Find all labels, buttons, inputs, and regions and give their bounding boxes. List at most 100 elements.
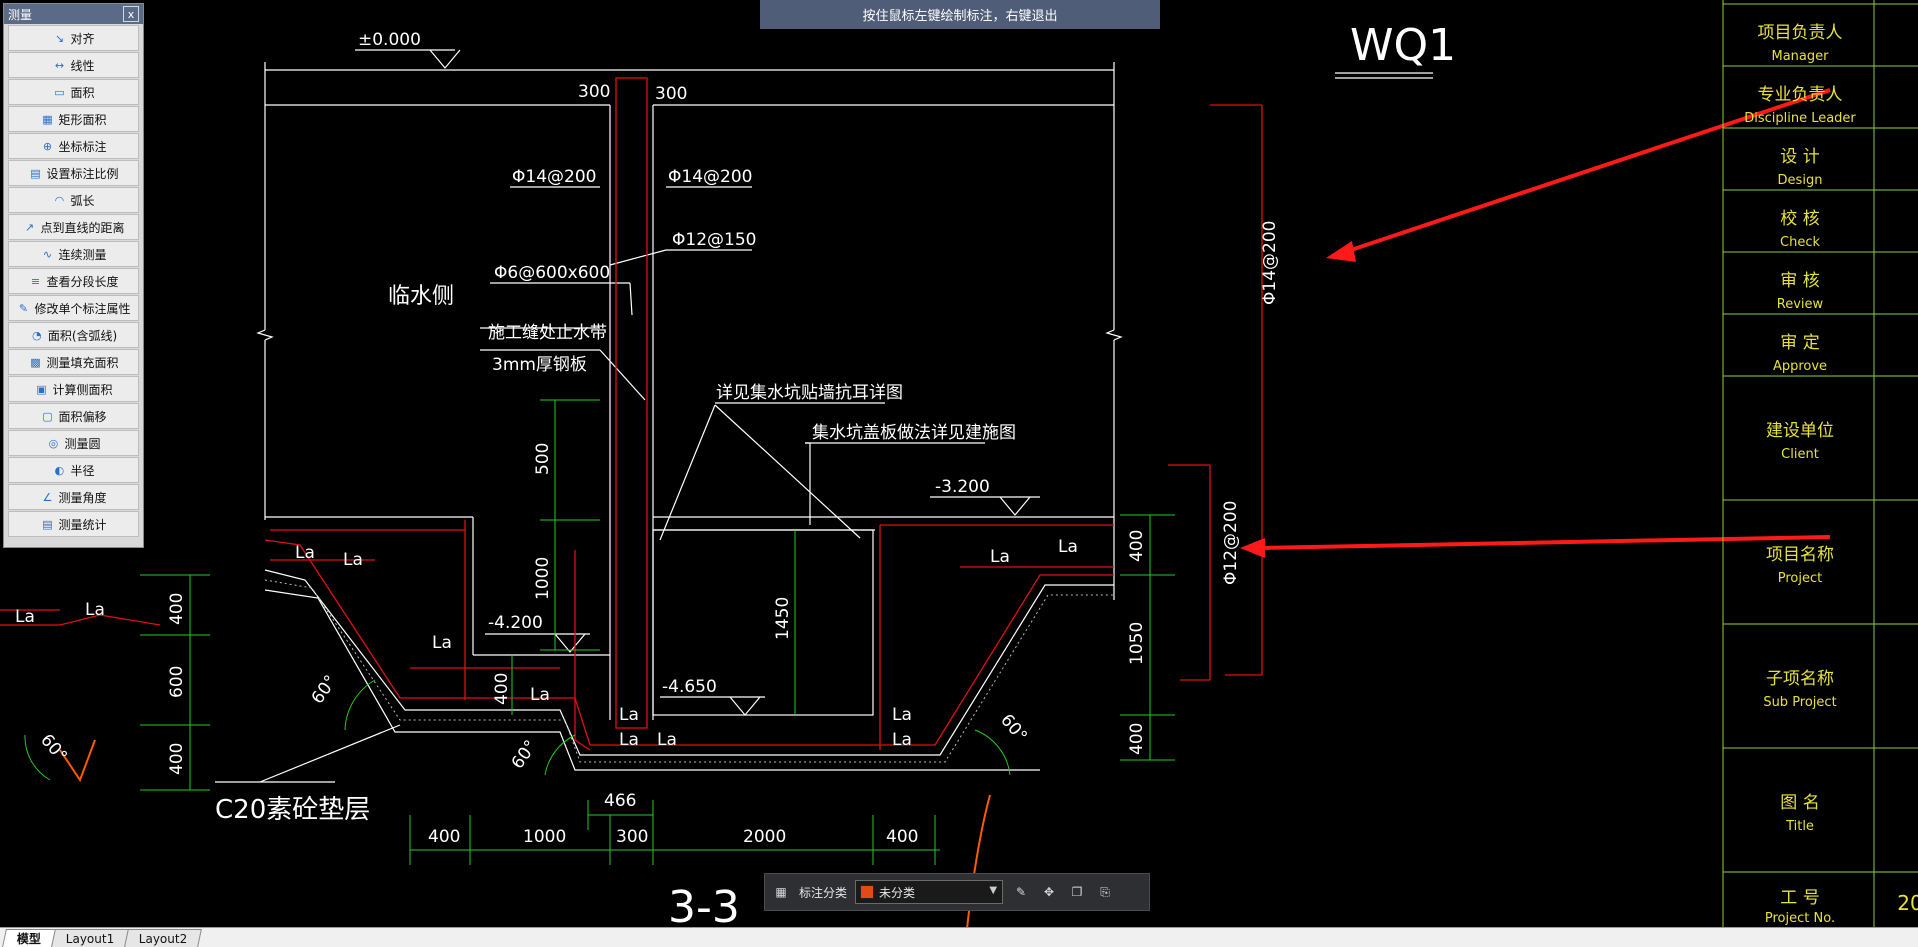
tb-zh-7: 建设单位: [1766, 421, 1834, 441]
tb-en-1: Manager: [1772, 49, 1830, 64]
point-line-icon: ↗: [24, 220, 35, 234]
layout-tab-bar: 模型 Layout1 Layout2: [0, 927, 1918, 947]
palette-item-7[interactable]: ◠弧长: [8, 187, 139, 213]
section-label: 3-3: [668, 882, 740, 933]
palette-item-14[interactable]: ▣计算侧面积: [8, 376, 139, 402]
palette-item-1[interactable]: ↘对齐: [8, 25, 139, 51]
title-block-text: 项目负责人 Manager 专业负责人 Discipline Leader 设 …: [1744, 23, 1918, 926]
segment-icon: ≡: [30, 274, 41, 288]
la-7: La: [657, 730, 677, 750]
pit-note2: 集水坑盖板做法详见建施图: [812, 423, 1016, 443]
palette-item-label: 测量角度: [58, 490, 107, 505]
palette-item-label: 查看分段长度: [46, 274, 119, 289]
angle-icon: ∠: [42, 490, 53, 504]
palette-item-label: 面积(含弧线): [47, 328, 118, 343]
rebar-left-label: Φ14@200: [512, 167, 596, 187]
side-area-icon: ▣: [36, 382, 47, 396]
copy-icon[interactable]: ❐: [1071, 885, 1083, 899]
palette-item-15[interactable]: ▢面积偏移: [8, 403, 139, 429]
cushion-hatch: [264, 579, 1114, 763]
title-block-grid: [1722, 0, 1918, 927]
tab-layout2-label: Layout2: [139, 931, 188, 946]
category-select-value: 未分类: [879, 885, 916, 900]
palette-item-3[interactable]: ▭面积: [8, 79, 139, 105]
dim-right-3: 400: [1127, 723, 1147, 755]
tb-zh-11: 工 号: [1780, 888, 1819, 908]
palette-item-17[interactable]: ◐半径: [8, 457, 139, 483]
orange-break-line: [964, 794, 991, 947]
palette-item-2[interactable]: ↔线性: [8, 52, 139, 78]
dim-right-2: 1050: [1127, 622, 1147, 665]
palette-item-16[interactable]: ◎测量圆: [8, 430, 139, 456]
palette-item-19[interactable]: ▤ 测量统计: [8, 511, 139, 537]
tab-model[interactable]: 模型: [2, 929, 56, 947]
coordinate-icon: ⊕: [42, 139, 53, 153]
stats-icon: ▤: [42, 517, 53, 531]
la-12: La: [15, 607, 35, 627]
edit-icon[interactable]: ✎: [1015, 885, 1027, 899]
dim-1000: 1000: [533, 557, 553, 600]
red-arrow-bottom: [1240, 535, 1831, 558]
palette-item-18[interactable]: ∠ 测量角度: [8, 484, 139, 510]
annotation-toolbar: ▦ 标注分类 未分类 ▼ ✎ ✥ ❐ ⎘: [764, 873, 1150, 911]
dim-la400: 400: [492, 673, 512, 705]
palette-item-label: 面积偏移: [58, 409, 107, 424]
tb-zh-2: 专业负责人: [1758, 85, 1843, 105]
tab-layout2[interactable]: Layout2: [124, 929, 203, 947]
palette-item-9[interactable]: ∿连续测量: [8, 241, 139, 267]
palette-item-12[interactable]: ◔ 面积(含弧线): [8, 322, 139, 348]
palette-item-6[interactable]: ▤设置标注比例: [8, 160, 139, 186]
tb-en-4: Check: [1780, 235, 1820, 250]
tab-layout1[interactable]: Layout1: [51, 929, 130, 947]
dim-top-1: 300: [578, 82, 610, 102]
category-color-swatch: [860, 885, 875, 899]
wall-outline: [215, 49, 1433, 783]
hatch-area-icon: ▩: [30, 355, 41, 369]
palette-item-13[interactable]: ▩测量填充面积: [8, 349, 139, 375]
tab-model-label: 模型: [16, 932, 41, 946]
tb-en-2: Discipline Leader: [1744, 111, 1856, 126]
tab-layout1-label: Layout1: [65, 931, 115, 946]
palette-item-label: 测量圆: [64, 436, 101, 451]
continuous-icon: ∿: [42, 247, 53, 261]
palette-item-10[interactable]: ≡ 查看分段长度: [8, 268, 139, 294]
la-2: La: [343, 550, 363, 570]
dim-bottom-5: 400: [886, 827, 918, 847]
chevron-down-icon: ▼: [989, 885, 998, 896]
tb-zh-3: 设 计: [1780, 147, 1819, 167]
dim-bottom-1: 400: [428, 827, 460, 847]
palette-item-4[interactable]: ▦矩形面积: [8, 106, 139, 132]
side-rebar-bot: Φ12@200: [1221, 501, 1241, 585]
level-4650: -4.650: [662, 677, 717, 697]
waterstop-label: 施工缝处止水带: [488, 323, 607, 343]
la-6: La: [619, 730, 639, 750]
angle-3: 60°: [996, 710, 1031, 746]
palette-item-5[interactable]: ⊕坐标标注: [8, 133, 139, 159]
dim-bottom-4: 2000: [743, 827, 786, 847]
arc-area-icon: ◔: [32, 328, 42, 342]
palette-item-8[interactable]: ↗点到直线的距离: [8, 214, 139, 240]
grid-icon[interactable]: ▦: [775, 885, 787, 899]
palette-item-label: 半径: [70, 463, 95, 478]
paste-icon[interactable]: ⎘: [1100, 884, 1110, 899]
rebar-600-label: Φ6@600x600: [494, 263, 610, 283]
close-icon[interactable]: x: [123, 6, 139, 22]
category-select[interactable]: 未分类 ▼: [855, 880, 1004, 904]
rebar-lines: [0, 77, 1263, 751]
palette-title-bar[interactable]: 测量 x: [4, 4, 143, 24]
tb-en-10: Title: [1785, 819, 1814, 834]
la-9: La: [892, 730, 912, 750]
area-icon: ▭: [54, 85, 65, 99]
palette-title: 测量: [8, 7, 33, 22]
level-4200: -4.200: [488, 613, 543, 633]
palette-item-label: 设置标注比例: [46, 166, 119, 181]
la-4: La: [530, 685, 550, 705]
tb-en-3: Design: [1778, 173, 1823, 188]
tb-edge-number: 20: [1897, 891, 1918, 915]
palette-item-11[interactable]: ✎修改单个标注属性: [8, 295, 139, 321]
tb-en-5: Review: [1777, 297, 1824, 312]
move-icon[interactable]: ✥: [1043, 885, 1055, 899]
palette-item-label: 测量统计: [58, 517, 107, 532]
la-11: La: [1058, 537, 1078, 557]
